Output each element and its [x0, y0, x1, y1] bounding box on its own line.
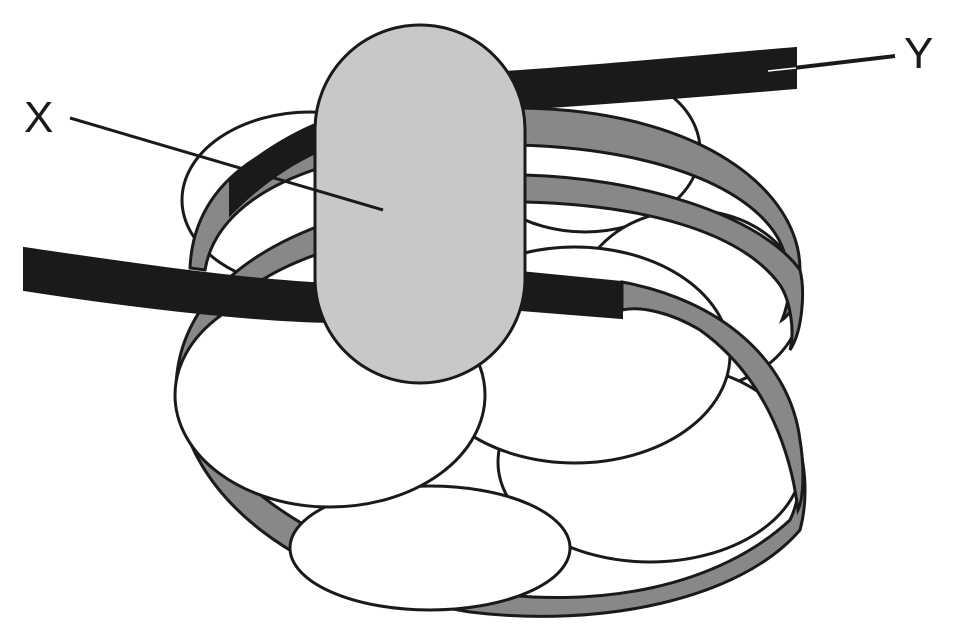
lobe-front-bottom [288, 484, 572, 612]
band-front-arc [620, 280, 805, 516]
band-right [523, 173, 805, 351]
leader-line-x [69, 116, 384, 212]
label-y: Y [904, 29, 933, 78]
label-x: X [24, 93, 53, 142]
capsule-x [313, 23, 527, 385]
cable-upper [504, 46, 797, 112]
leader-line-y-inner [767, 67, 797, 72]
